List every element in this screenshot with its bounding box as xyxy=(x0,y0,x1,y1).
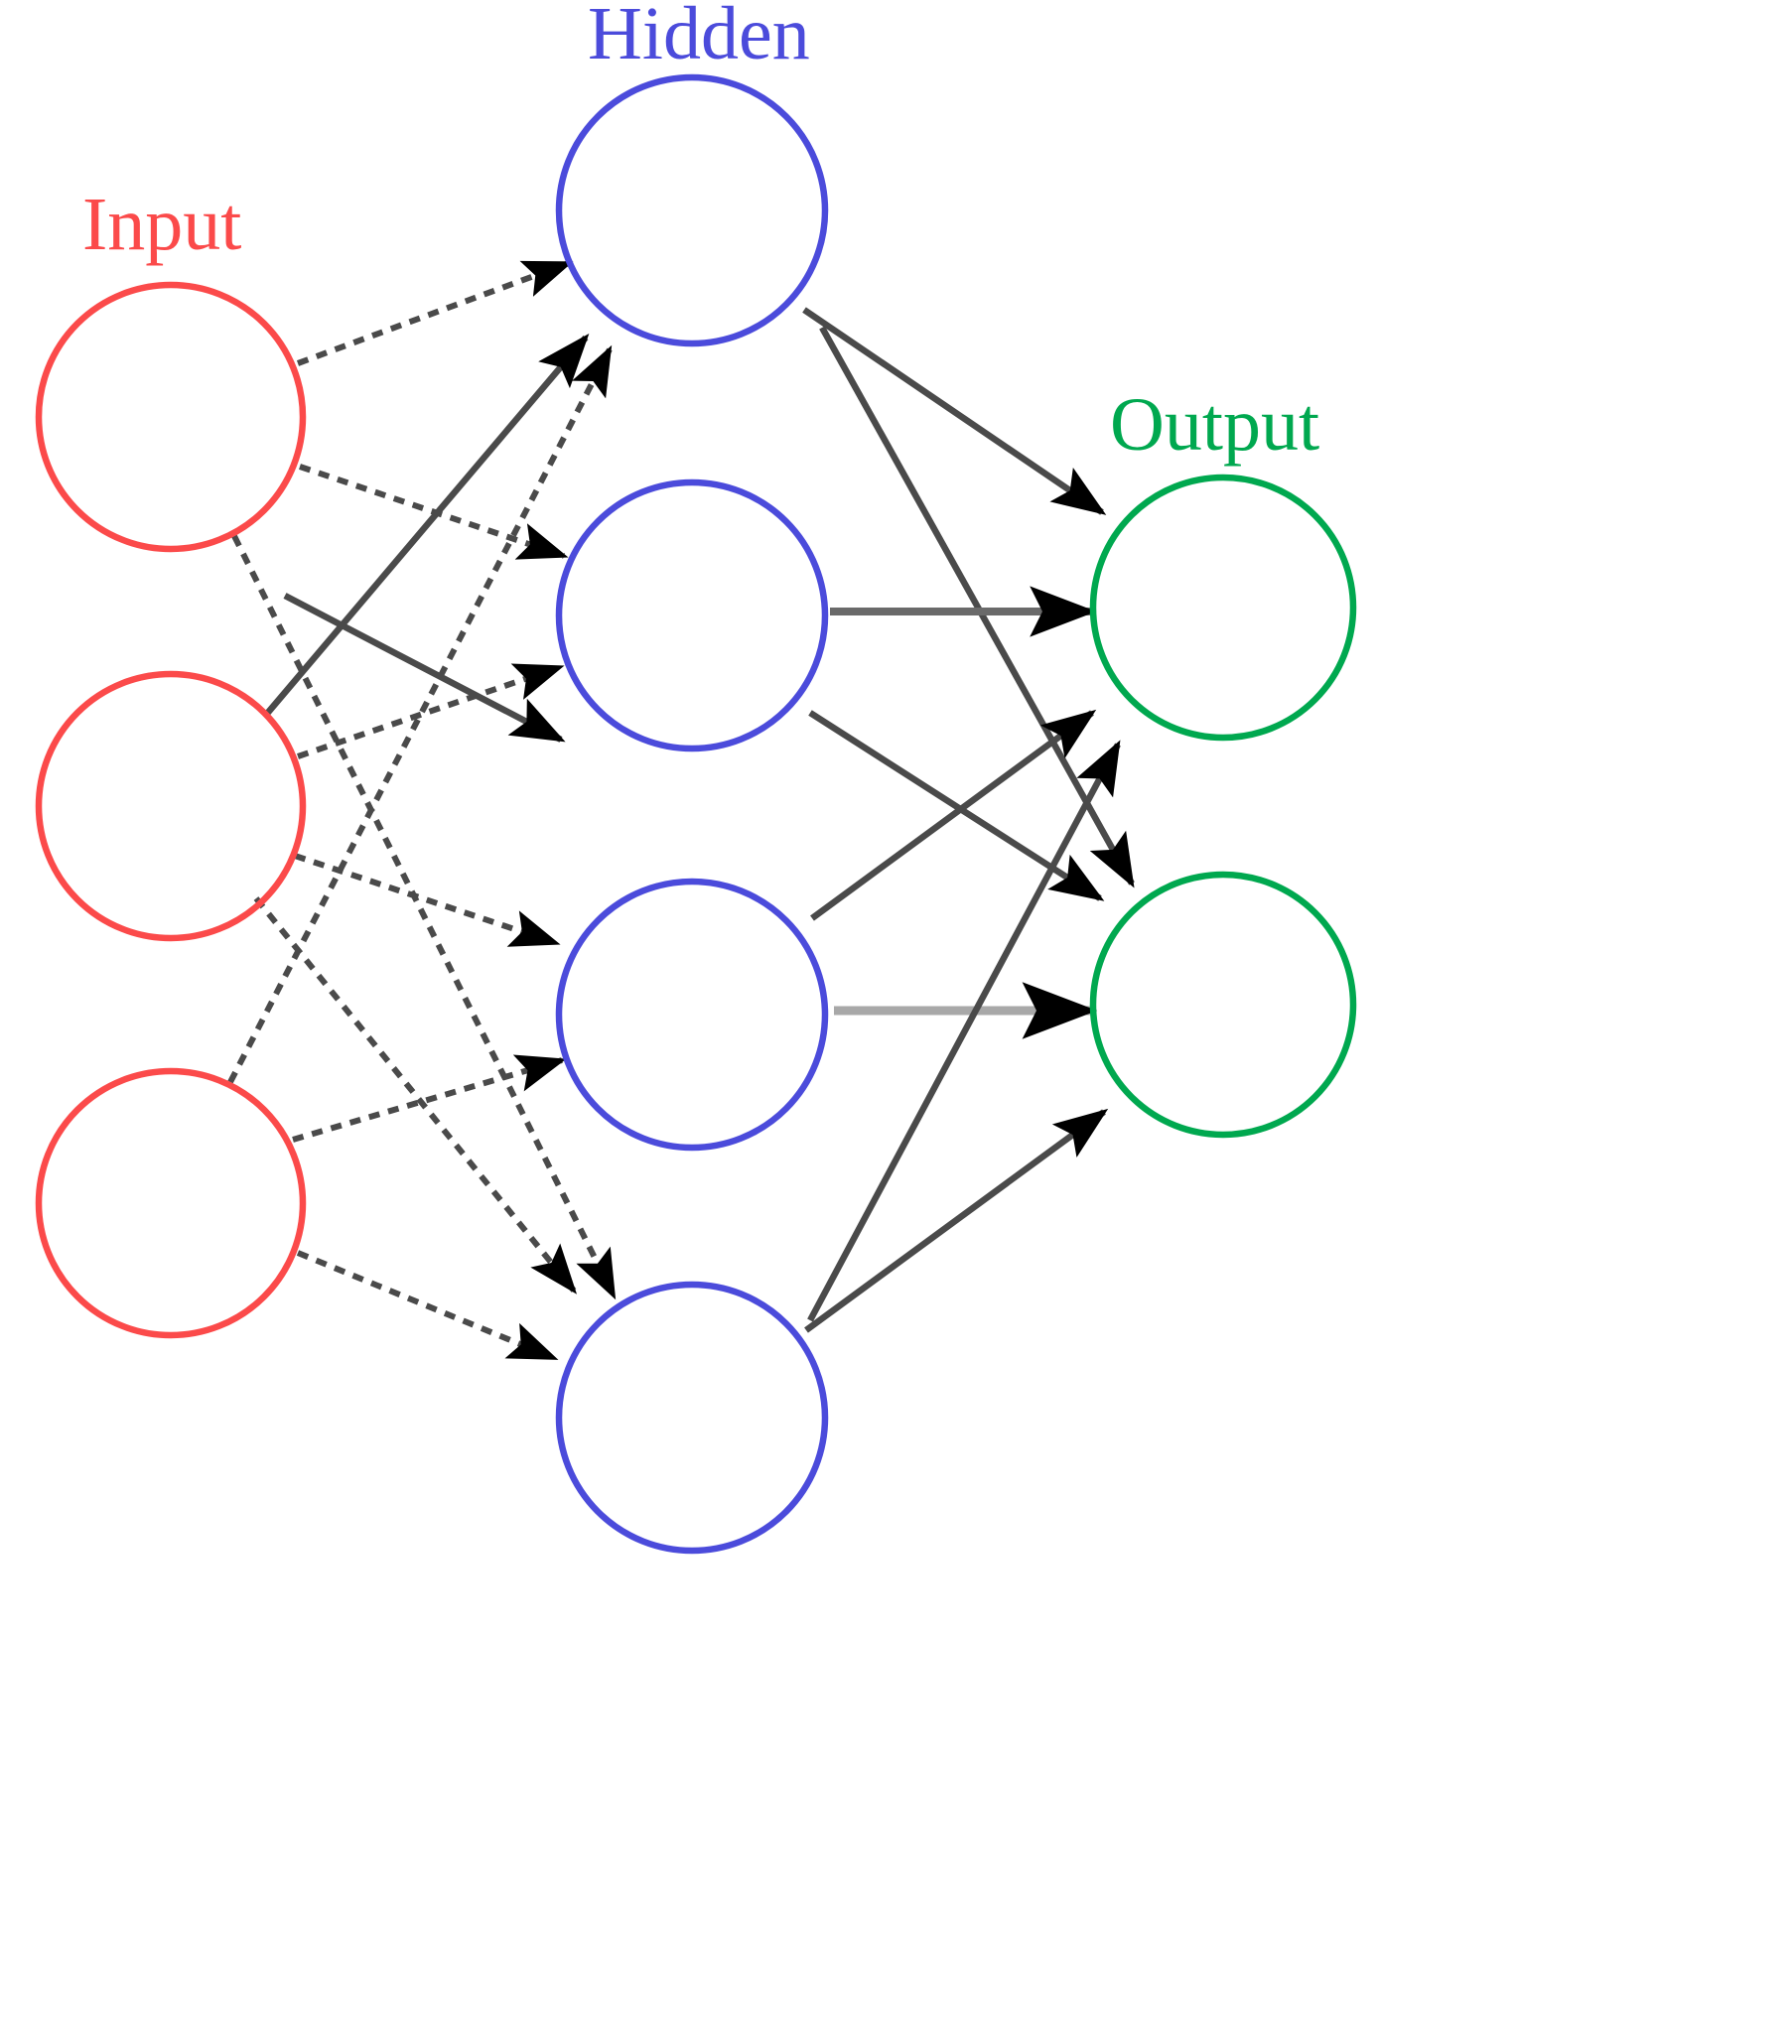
edge-i2-h2 xyxy=(297,663,565,759)
node-hidden-3[interactable] xyxy=(555,878,829,1152)
edge-i3-h4 xyxy=(296,1250,559,1361)
edge-h1-o1 xyxy=(802,307,1107,515)
node-hidden-2[interactable] xyxy=(555,478,829,752)
node-group xyxy=(35,73,1357,1555)
node-hidden-4[interactable] xyxy=(555,1281,829,1555)
edge-i1-h3 xyxy=(283,593,566,743)
edge-i2-h3 xyxy=(294,853,561,947)
edge-h3-o1 xyxy=(810,709,1097,921)
node-hidden-1[interactable] xyxy=(555,73,829,347)
node-input-2[interactable] xyxy=(35,670,307,942)
layer-label-hidden: Hidden xyxy=(588,0,810,75)
node-input-3[interactable] xyxy=(35,1067,307,1339)
node-output-1[interactable] xyxy=(1089,474,1357,742)
node-output-2[interactable] xyxy=(1089,871,1357,1139)
edge-i3-h3 xyxy=(292,1054,567,1143)
layer-label-input: Input xyxy=(82,183,242,266)
edge-group xyxy=(227,260,1135,1361)
node-input-1[interactable] xyxy=(35,281,307,553)
layer-label-output: Output xyxy=(1110,383,1320,467)
edge-i1-h2 xyxy=(299,464,569,560)
edge-i1-h1 xyxy=(296,260,574,366)
edge-i1-h4 xyxy=(231,534,617,1300)
edge-i2-h1 xyxy=(263,334,590,718)
edge-i2-h4 xyxy=(253,896,578,1295)
edge-h4-o2 xyxy=(804,1108,1109,1333)
edge-h4-o1 xyxy=(807,740,1121,1322)
